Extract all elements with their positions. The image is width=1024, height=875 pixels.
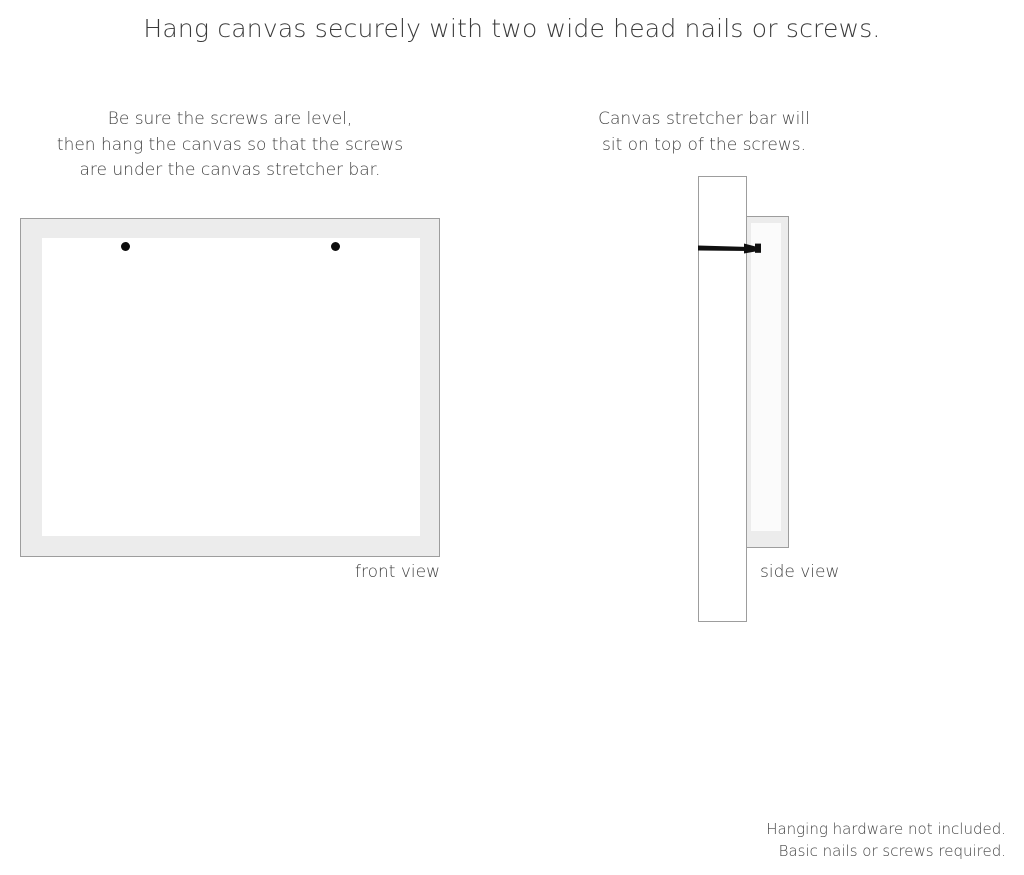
stretcher-bar-inner-face [751, 223, 781, 531]
canvas-inner-panel [42, 238, 420, 536]
side-view-illustration [698, 176, 818, 623]
front-view-caption-line-2: then hang the canvas so that the screws [56, 134, 404, 155]
front-view-label: front view [355, 562, 440, 582]
page-title: Hang canvas securely with two wide head … [143, 14, 881, 43]
front-view-caption: Be sure the screws are level, then hang … [20, 107, 440, 184]
front-view-caption-line-3: are under the canvas stretcher bar. [79, 160, 381, 180]
side-view-caption: Canvas stretcher bar will sit on top of … [580, 107, 828, 158]
left-screw-icon [121, 242, 130, 251]
side-screw-icon [698, 243, 761, 254]
front-view-illustration [20, 218, 440, 557]
side-view-caption-line-1: Canvas stretcher bar will [598, 109, 810, 129]
side-view-caption-line-2: sit on top of the screws. [601, 134, 807, 155]
right-screw-icon [331, 242, 340, 251]
side-view-label: side view [760, 562, 840, 582]
canvas-frame [20, 218, 440, 557]
footer-note-line-2: Basic nails or screws required. [778, 842, 1006, 860]
front-view-caption-line-1: Be sure the screws are level, [107, 109, 353, 129]
footer-note-line-1: Hanging hardware not included. [766, 820, 1006, 838]
canvas-stretcher-bar [746, 216, 789, 548]
footer-note: Hanging hardware not included. Basic nai… [766, 818, 1006, 862]
